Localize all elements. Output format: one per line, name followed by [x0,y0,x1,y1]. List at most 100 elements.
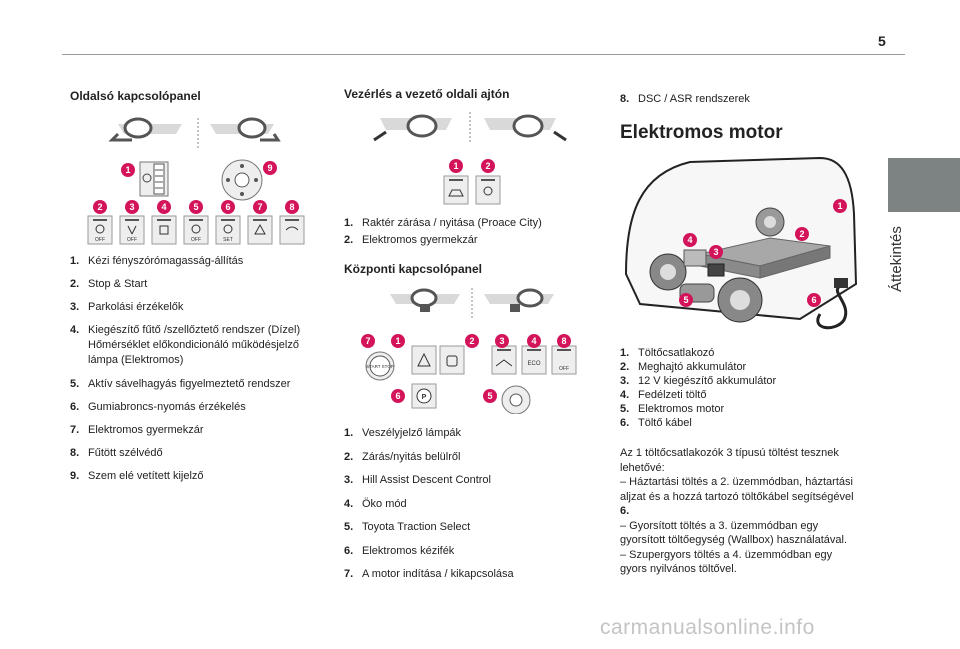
list-item: 9.Szem elé vetített kijelző [70,470,204,482]
center-dash-right-icon [484,288,554,312]
list-item: 1.Töltőcsatlakozó [620,347,715,359]
switch-label-off-3: OFF [191,237,201,243]
svg-text:3: 3 [129,202,134,212]
section-tab-label: Áttekintés [888,226,905,292]
door-control-list: 1.Raktér zárása / nyitása (Proace City) … [344,216,594,247]
list-item: 8.DSC / ASR rendszerek [620,93,750,105]
svg-text:6: 6 [811,295,816,305]
door-left-icon [373,114,452,142]
list-item: 6.Gumiabroncs-nyomás érzékelés [70,401,246,413]
svg-text:4: 4 [161,202,166,212]
svg-text:9: 9 [267,163,272,173]
list-item: 2.Zárás/nyitás belülről [344,450,461,463]
headlamp-switch-icon [139,161,169,197]
dsc-off-label: OFF [559,366,569,372]
page-number: 5 [878,33,886,49]
list-item: 2.Elektromos gyermekzár [344,234,478,246]
electric-motor-heading: Elektromos motor [620,122,783,143]
park-brake-label: P [422,394,427,401]
list-item: 4.Fedélzeti töltő [620,389,707,401]
electric-motor-figure: 1 2 3 4 5 6 [624,156,858,330]
list-item: 8.Fűtött szélvédő [70,447,163,459]
paragraph-line: lehetővé: [620,461,665,474]
dashboard-left-icon [108,117,182,142]
svg-text:7: 7 [257,202,262,212]
list-item: 4.Öko mód [344,497,407,510]
paragraph-line: gyorsított töltőegység (Wallbox) használ… [620,534,848,546]
svg-text:4: 4 [687,235,692,245]
battery-pack-icon [699,237,831,279]
svg-text:2: 2 [485,161,490,171]
switch-row [87,215,305,245]
side-panel-list: 1.Kézi fényszórómagasság-állítás 2.Stop … [70,254,322,483]
svg-text:1: 1 [125,165,130,175]
svg-text:2: 2 [97,202,102,212]
list-item: 4.Kiegészítő fűtő /szellőztető rendszer … [70,324,301,366]
center-panel-heading: Központi kapcsolópanel [344,262,483,276]
watermark-text: carmanualsonline.info [600,616,815,639]
center-panel-figure: START STOP ECO OFF P 7 1 2 3 4 8 6 5 [361,288,577,414]
door-control-heading: Vezérlés a vezető oldali ajtón [344,87,510,101]
paragraph-line: aljzat és a hozzá tartozó töltőkábel seg… [620,490,854,503]
svg-text:2: 2 [799,229,804,239]
top-divider [62,54,905,55]
electric-motor-list: 1.Töltőcsatlakozó 2.Meghajtó akkumulátor… [620,346,860,430]
side-panel-heading: Oldalsó kapcsolópanel [70,89,201,103]
paragraph-line: 6. [620,505,630,517]
paragraph-line: – Háztartási töltés a 2. üzemmódban, ház… [620,476,853,488]
list-item: 5.Aktív sávelhagyás figyelmeztető rendsz… [70,378,291,390]
list-item: 3.Hill Assist Descent Control [344,474,491,486]
svg-text:1: 1 [837,201,842,211]
list-item: 6.Töltő kábel [620,417,692,429]
svg-text:1: 1 [395,336,400,346]
list-item: 5.Toyota Traction Select [344,521,471,533]
paragraph-line: – Gyorsított töltés a 3. üzemmódban egy [620,519,819,532]
list-item: 6.Elektromos kézifék [344,544,455,557]
door-control-figure: 1 2 [373,112,567,205]
list-item: 5.Elektromos motor [620,403,725,415]
paragraph-line: – Szupergyors töltés a 4. üzemmódban egy [620,548,833,561]
svg-text:2: 2 [469,336,474,346]
door-right-icon [484,114,567,142]
list-item: 1.Veszélyjelző lámpák [344,427,462,439]
switch-label-set: SET [223,237,233,243]
list-item: 7.A motor indítása / kikapcsolása [344,568,514,580]
list-item: 7.Elektromos gyermekzár [70,424,204,436]
svg-text:4: 4 [531,336,536,346]
hud-dial-icon [221,159,263,201]
side-panel-figure: OFF OFF OFF SET 1 9 2 3 4 5 6 7 8 [87,117,305,245]
dashboard-right-icon [210,117,281,142]
start-stop-label: START STOP [366,364,394,369]
eco-label: ECO [527,361,540,367]
charging-cable-icon [816,278,848,330]
svg-text:3: 3 [499,336,504,346]
wheel-icon [649,207,785,323]
svg-text:1: 1 [453,161,458,171]
charger-box-icon [683,249,725,277]
center-dash-left-icon [390,288,460,312]
svg-text:7: 7 [365,336,370,346]
svg-text:8: 8 [289,202,294,212]
svg-text:6: 6 [395,391,400,401]
svg-text:5: 5 [193,202,198,212]
svg-text:5: 5 [683,295,688,305]
list-item: 2.Stop & Start [70,278,148,290]
svg-text:5: 5 [487,391,492,401]
dsc-item: 8.DSC / ASR rendszerek [620,92,860,106]
paragraph-line: gyors nyilvános töltővel. [620,563,737,575]
paragraph-line: Az 1 töltőcsatlakozók 3 típusú töltést t… [620,447,839,459]
list-item: 1.Kézi fényszórómagasság-állítás [70,255,244,267]
svg-text:6: 6 [225,202,230,212]
list-item: 2.Meghajtó akkumulátor [620,361,747,373]
list-item: 3.Parkolási érzékelők [70,301,184,313]
list-item: 3.12 V kiegészítő akkumulátor [620,375,777,387]
svg-text:8: 8 [561,336,566,346]
switch-label-off-1: OFF [95,237,105,243]
center-panel-list: 1.Veszélyjelző lámpák 2.Zárás/nyitás bel… [344,426,594,581]
list-item: 1.Raktér zárása / nyitása (Proace City) [344,217,542,229]
svg-text:3: 3 [713,247,718,257]
switch-label-off-2: OFF [127,237,137,243]
charging-paragraph: Az 1 töltőcsatlakozók 3 típusú töltést t… [620,446,882,577]
section-tab-label-box: Áttekintés [880,212,920,302]
section-tab[interactable] [888,158,960,212]
